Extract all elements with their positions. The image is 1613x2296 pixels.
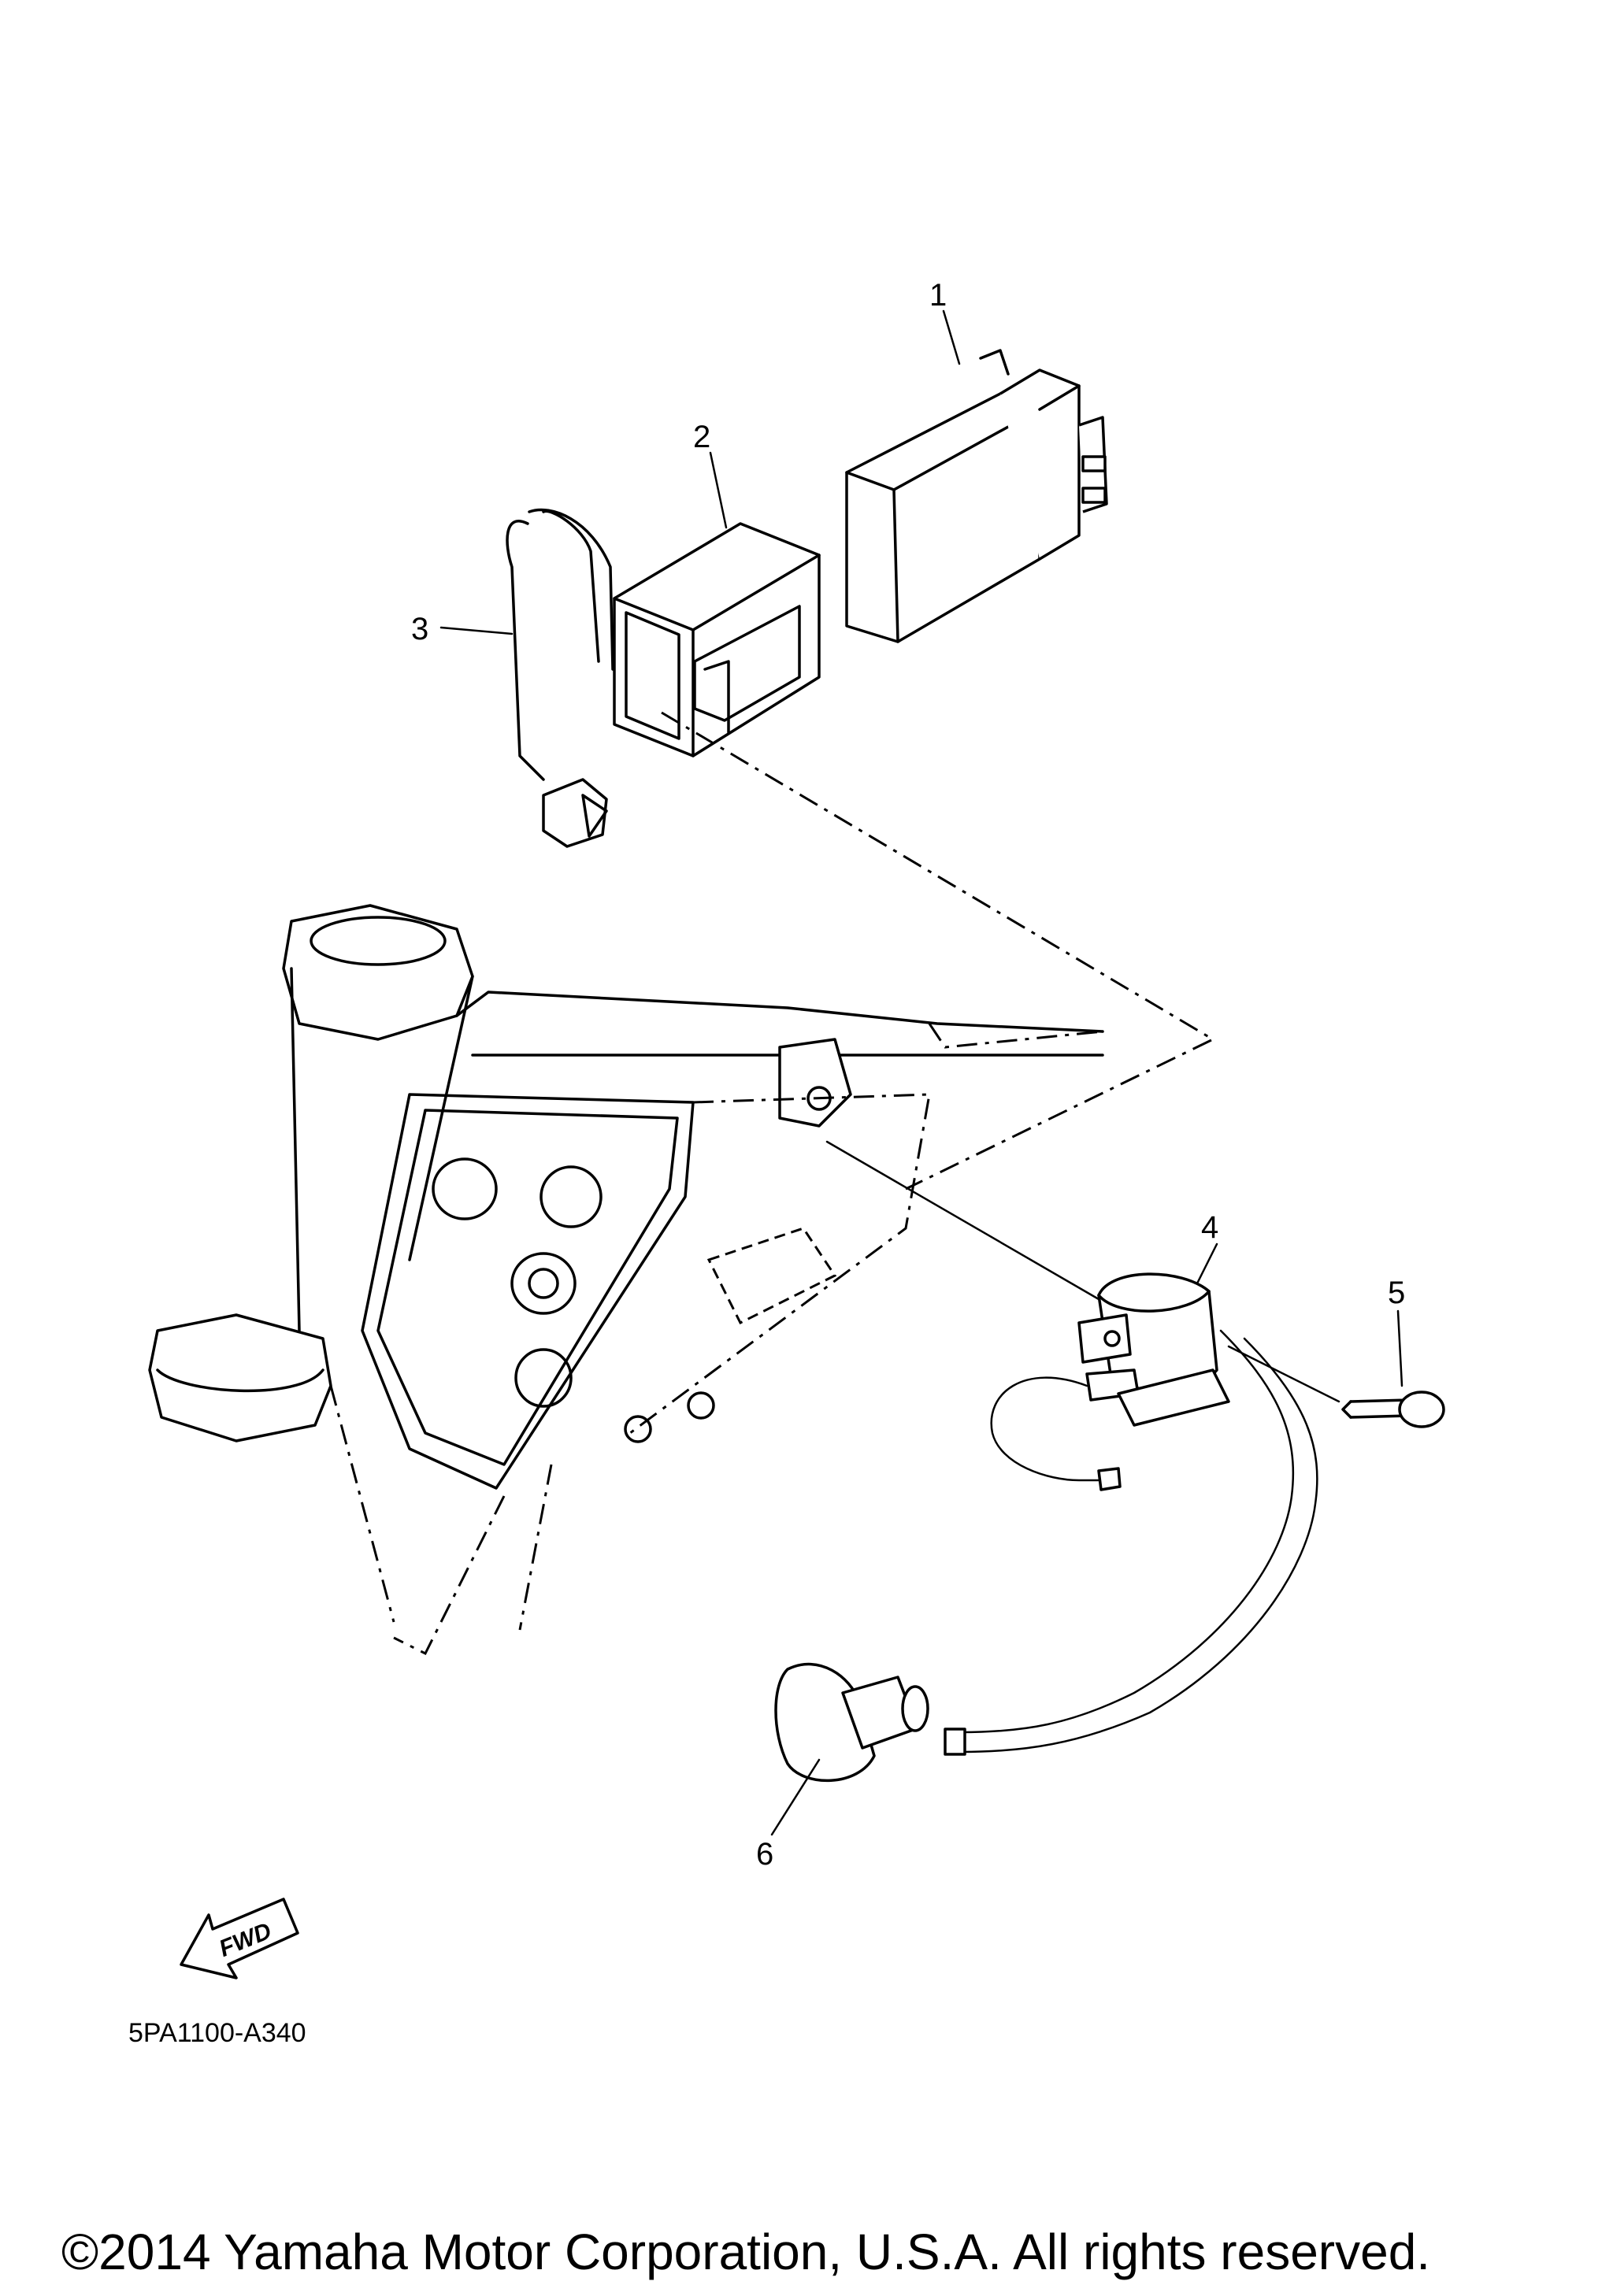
callout-3: 3 [411, 612, 428, 646]
leader-lines [439, 309, 1403, 1836]
part-3-band[interactable] [506, 508, 614, 848]
callout-4: 4 [1201, 1210, 1218, 1245]
part-1-cdi-unit[interactable] [845, 349, 1108, 643]
part-6-plug-cap[interactable] [774, 1662, 929, 1783]
copyright-notice: ©2014 Yamaha Motor Corporation, U.S.A. A… [61, 2224, 1430, 2280]
fwd-arrow-icon: FWD [180, 1898, 299, 1979]
callout-1: 1 [929, 278, 947, 313]
callout-labels: 1 2 3 4 5 6 [411, 278, 1405, 1872]
frame [148, 904, 1104, 1656]
callout-6: 6 [756, 1837, 773, 1872]
part-4-ignition-coil[interactable] [944, 1272, 1318, 1756]
callout-5: 5 [1388, 1276, 1405, 1310]
part-2-cover[interactable] [613, 522, 821, 757]
callout-2: 2 [693, 420, 710, 454]
diagram-code: 5PA1100-A340 [128, 2018, 306, 2048]
part-5-bolt[interactable] [1341, 1391, 1445, 1428]
